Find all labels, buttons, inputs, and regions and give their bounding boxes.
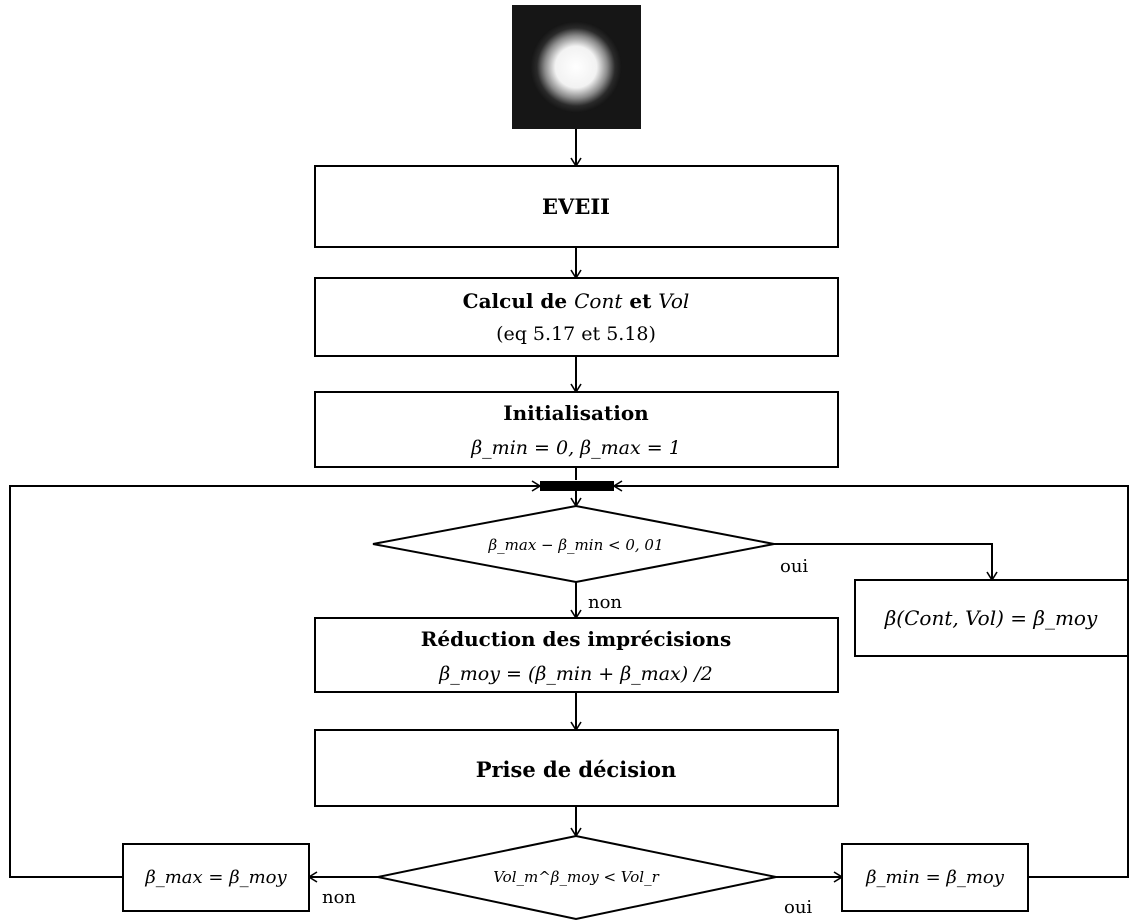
calcul-box: Calcul de Cont et Vol (eq 5.17 et 5.18) bbox=[314, 277, 839, 357]
edge-label-oui-1: oui bbox=[780, 556, 808, 577]
set-max-box: β_max = β_moy bbox=[122, 843, 310, 912]
input-image bbox=[512, 5, 641, 129]
edge-oui-to-set-min: oui bbox=[776, 871, 844, 918]
edge-non-to-set-max: non bbox=[307, 871, 378, 908]
set-min-box: β_min = β_moy bbox=[841, 843, 1029, 912]
eveii-box: EVEII bbox=[314, 165, 839, 248]
init-box: Initialisation β_min = 0, β_max = 1 bbox=[314, 391, 839, 468]
calcul-prefix: Calcul de bbox=[463, 289, 574, 313]
eveii-label: EVEII bbox=[542, 194, 610, 219]
loop-left bbox=[9, 480, 542, 878]
init-formula: β_min = 0, β_max = 1 bbox=[470, 437, 681, 459]
arrow-image-to-eveii bbox=[570, 129, 582, 168]
calcul-et: et bbox=[622, 289, 658, 313]
condition1-label: β_max − β_min < 0, 01 bbox=[487, 536, 663, 554]
reduction-formula: β_moy = (β_min + β_max) /2 bbox=[438, 663, 712, 685]
reduction-title: Réduction des imprécisions bbox=[421, 627, 731, 651]
arrow-calcul-to-init bbox=[570, 356, 582, 394]
merge-bar bbox=[540, 481, 614, 491]
decision-label: Prise de décision bbox=[476, 757, 677, 782]
edge-label-non-2: non bbox=[322, 887, 356, 908]
calcul-title: Calcul de Cont et Vol bbox=[463, 289, 690, 313]
condition2-label: Vol_m^β_moy < Vol_r bbox=[493, 868, 659, 886]
cont-var: Cont bbox=[574, 289, 623, 313]
edge-label-non-1: non bbox=[588, 592, 622, 613]
edge-label-oui-2: oui bbox=[784, 897, 812, 918]
vol-var: Vol bbox=[658, 289, 689, 313]
edge-oui-to-result: oui bbox=[774, 543, 998, 582]
result-box: β(Cont, Vol) = β_moy bbox=[854, 579, 1129, 657]
edge-non-to-reduction: non bbox=[570, 582, 622, 620]
arrow-reduction-to-decision bbox=[570, 692, 582, 732]
loop-right bbox=[612, 480, 1129, 878]
set-max-label: β_max = β_moy bbox=[144, 867, 287, 888]
decision-box: Prise de décision bbox=[314, 729, 839, 807]
condition2-diamond: Vol_m^β_moy < Vol_r bbox=[377, 834, 777, 921]
arrow-decision-to-condition2 bbox=[570, 806, 582, 838]
arrow-eveii-to-calcul bbox=[570, 247, 582, 280]
result-label: β(Cont, Vol) = β_moy bbox=[884, 606, 1098, 630]
reduction-box: Réduction des imprécisions β_moy = (β_mi… bbox=[314, 617, 839, 693]
calcul-equations: (eq 5.17 et 5.18) bbox=[496, 323, 656, 345]
set-min-label: β_min = β_moy bbox=[865, 867, 1005, 888]
arrow-merge-to-condition1 bbox=[570, 491, 582, 508]
condition1-diamond: β_max − β_min < 0, 01 bbox=[372, 504, 775, 584]
init-title: Initialisation bbox=[503, 401, 649, 425]
